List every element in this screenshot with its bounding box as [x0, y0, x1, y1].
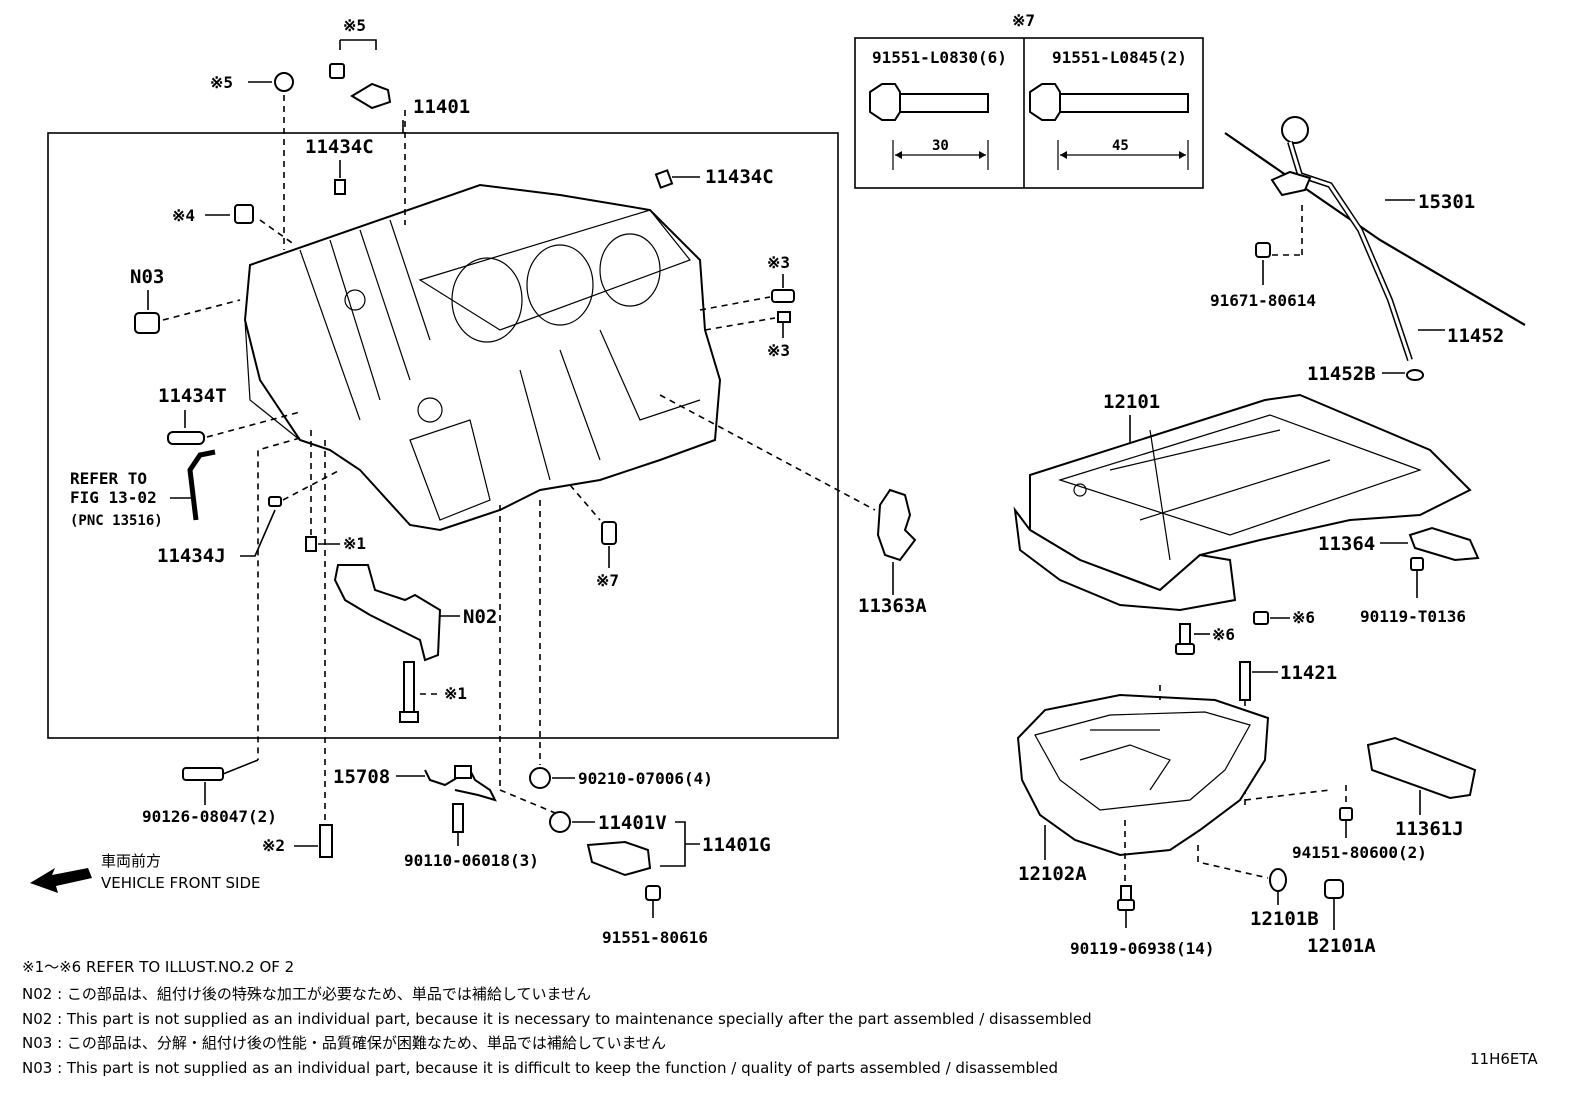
front-arrow-icon: [30, 868, 92, 893]
label-94151[interactable]: 94151-80600(2): [1292, 843, 1427, 862]
label-11401v[interactable]: 11401V: [598, 812, 667, 834]
mark-6-right[interactable]: ※6: [1292, 608, 1315, 627]
cap-bolt: [399, 661, 419, 723]
refer-line-3: (PNC 13516): [70, 513, 163, 529]
bolt-right-drawing: [1029, 83, 1189, 170]
mark-5-top[interactable]: ※5: [343, 16, 366, 35]
label-11434t[interactable]: 11434T: [158, 385, 227, 407]
label-11401[interactable]: 11401: [413, 96, 470, 118]
label-11361j[interactable]: 11361J: [1395, 818, 1464, 840]
label-15708[interactable]: 15708: [333, 766, 390, 788]
stud-90126: [182, 767, 224, 781]
label-12102a[interactable]: 12102A: [1018, 863, 1087, 885]
seal-11401v: [549, 811, 571, 833]
plug-11401g: [586, 840, 652, 877]
oring-11452b: [1406, 369, 1424, 381]
bearing-cap-n02: [333, 564, 442, 662]
mark-5-left[interactable]: ※5: [210, 73, 233, 92]
label-11363a[interactable]: 11363A: [858, 595, 927, 617]
oil-pipe-refer: [187, 449, 216, 521]
label-n02[interactable]: N02: [463, 606, 497, 628]
stud-11421: [1239, 661, 1251, 701]
drain-gasket-12101b: [1269, 868, 1287, 892]
label-11434c-right[interactable]: 11434C: [705, 166, 774, 188]
bolt-table: [854, 37, 1204, 189]
lower-oil-pan: [1016, 693, 1270, 857]
note-1: ※1～※6 REFER TO ILLUST.NO.2 OF 2: [22, 958, 294, 976]
illustration-code: 11H6ETA: [1470, 1050, 1538, 1068]
pin-11434j: [268, 496, 282, 507]
oil-jet-fitting: [329, 63, 392, 110]
bolt-left-pn[interactable]: 91551-L0830(6): [872, 48, 1007, 67]
block-assembly-frame: [47, 132, 839, 739]
bolt-left-drawing: [869, 83, 989, 170]
label-n03[interactable]: N03: [130, 266, 164, 288]
label-11364[interactable]: 11364: [1318, 533, 1375, 555]
label-12101[interactable]: 12101: [1103, 391, 1160, 413]
refer-line-2: FIG 13-02: [70, 488, 157, 507]
dipstick-15301: [1224, 132, 1526, 326]
plug-n03: [134, 312, 160, 334]
mark-7-main[interactable]: ※7: [596, 571, 619, 590]
mark-3-bottom[interactable]: ※3: [767, 341, 790, 360]
direction-jp: 車両前方: [101, 852, 161, 870]
baffle-11364: [1408, 526, 1480, 562]
label-91551-80616[interactable]: 91551-80616: [602, 928, 708, 947]
plug-5: [274, 72, 294, 92]
oil-jet-15708: [424, 768, 497, 802]
mark-6-left[interactable]: ※6: [1212, 625, 1235, 644]
label-11434c-left[interactable]: 11434C: [305, 136, 374, 158]
label-91671[interactable]: 91671-80614: [1210, 291, 1316, 310]
refer-line-1: REFER TO: [70, 469, 147, 488]
label-15301[interactable]: 15301: [1418, 191, 1475, 213]
mark-2[interactable]: ※2: [262, 836, 285, 855]
gasket-90210: [529, 767, 551, 789]
cover-11361j: [1366, 736, 1477, 800]
label-90119-t0136[interactable]: 90119-T0136: [1360, 607, 1466, 626]
label-11452[interactable]: 11452: [1447, 325, 1504, 347]
cylinder-block-drawing: [243, 183, 722, 532]
mark-4[interactable]: ※4: [172, 206, 195, 225]
bolt-right-pn[interactable]: 91551-L0845(2): [1052, 48, 1187, 67]
note-3: N02 : This part is not supplied as an in…: [22, 1010, 1092, 1028]
label-90119-06938[interactable]: 90119-06938(14): [1070, 939, 1215, 958]
bolt-right-length: 45: [1112, 138, 1129, 154]
label-11434j[interactable]: 11434J: [157, 545, 226, 567]
label-90210[interactable]: 90210-07006(4): [578, 769, 713, 788]
label-90110[interactable]: 90110-06018(3): [404, 851, 539, 870]
upper-oil-pan: [1013, 393, 1472, 612]
label-11401g[interactable]: 11401G: [702, 834, 771, 856]
note-2: N02 : この部品は、組付け後の特殊な加工が必要なため、単品では補給していませ…: [22, 985, 591, 1003]
note-5: N03 : This part is not supplied as an in…: [22, 1059, 1058, 1077]
dowel-11434t: [167, 431, 205, 445]
direction-en: VEHICLE FRONT SIDE: [101, 874, 261, 892]
label-11421[interactable]: 11421: [1280, 662, 1337, 684]
drain-plug-12101a: [1324, 879, 1344, 899]
note-4: N03 : この部品は、分解・組付け後の性能・品質確保が困難なため、単品では補給…: [22, 1034, 666, 1052]
bolt-left-length: 30: [932, 138, 949, 154]
label-90126[interactable]: 90126-08047(2): [142, 807, 277, 826]
label-12101a[interactable]: 12101A: [1307, 935, 1376, 957]
thrust-bearing: [876, 488, 917, 562]
mark-7-table[interactable]: ※7: [1012, 11, 1035, 30]
mark-1a[interactable]: ※1: [343, 534, 366, 553]
mark-3-top[interactable]: ※3: [767, 253, 790, 272]
label-11452b[interactable]: 11452B: [1307, 363, 1376, 385]
mark-1b[interactable]: ※1: [444, 684, 467, 703]
label-12101b[interactable]: 12101B: [1250, 908, 1319, 930]
